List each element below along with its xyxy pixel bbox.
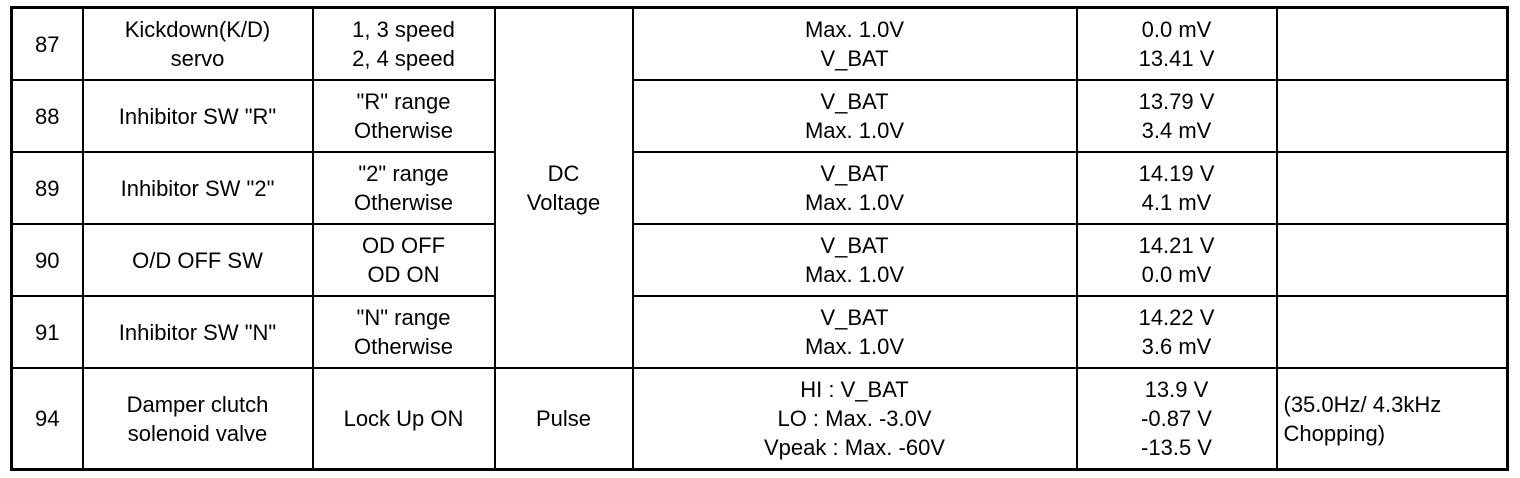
remark	[1275, 6, 1509, 81]
measured-value: 14.21 V 0.0 mV	[1075, 223, 1278, 297]
measured-value: 14.22 V 3.6 mV	[1075, 295, 1278, 369]
condition: "R" range Otherwise	[311, 79, 496, 153]
signal-description: Kickdown(K/D) servo	[81, 6, 314, 81]
condition: "2" range Otherwise	[311, 151, 496, 225]
remark	[1275, 79, 1509, 153]
table-row: 94 Damper clutch solenoid valve Lock Up …	[10, 367, 1509, 471]
signal-description: Damper clutch solenoid valve	[81, 367, 314, 471]
condition: 1, 3 speed 2, 4 speed	[311, 6, 496, 81]
condition: "N" range Otherwise	[311, 295, 496, 369]
condition: OD OFF OD ON	[311, 223, 496, 297]
pin-number: 94	[10, 367, 84, 471]
signal-description: Inhibitor SW "R"	[81, 79, 314, 153]
pin-number: 88	[10, 79, 84, 153]
table-row: 91 Inhibitor SW "N" "N" range Otherwise …	[10, 295, 1509, 369]
spec-value: V_BAT Max. 1.0V	[631, 79, 1078, 153]
signal-type: DC Voltage	[493, 6, 634, 369]
pin-number: 87	[10, 6, 84, 81]
remark: (35.0Hz/ 4.3kHz Chopping)	[1275, 367, 1509, 471]
remark	[1275, 151, 1509, 225]
table-row: 90 O/D OFF SW OD OFF OD ON V_BAT Max. 1.…	[10, 223, 1509, 297]
signal-description: O/D OFF SW	[81, 223, 314, 297]
spec-value: Max. 1.0V V_BAT	[631, 6, 1078, 81]
pin-number: 89	[10, 151, 84, 225]
remark	[1275, 295, 1509, 369]
spec-value: V_BAT Max. 1.0V	[631, 151, 1078, 225]
measured-value: 0.0 mV 13.41 V	[1075, 6, 1278, 81]
spec-value: HI : V_BAT LO : Max. -3.0V Vpeak : Max. …	[631, 367, 1078, 471]
remark	[1275, 223, 1509, 297]
table-row: 87 Kickdown(K/D) servo 1, 3 speed 2, 4 s…	[10, 6, 1509, 369]
pin-number: 91	[10, 295, 84, 369]
pin-number: 90	[10, 223, 84, 297]
spec-value: V_BAT Max. 1.0V	[631, 295, 1078, 369]
spec-value: V_BAT Max. 1.0V	[631, 223, 1078, 297]
measured-value: 13.79 V 3.4 mV	[1075, 79, 1278, 153]
signal-type: Pulse	[493, 367, 634, 471]
signal-description: Inhibitor SW "2"	[81, 151, 314, 225]
signal-description: Inhibitor SW "N"	[81, 295, 314, 369]
table-row: 88 Inhibitor SW "R" "R" range Otherwise …	[10, 79, 1509, 153]
terminal-spec-table: 87 Kickdown(K/D) servo 1, 3 speed 2, 4 s…	[10, 6, 1509, 471]
table-row: 89 Inhibitor SW "2" "2" range Otherwise …	[10, 151, 1509, 225]
condition: Lock Up ON	[311, 367, 496, 471]
measured-value: 14.19 V 4.1 mV	[1075, 151, 1278, 225]
measured-value: 13.9 V -0.87 V -13.5 V	[1075, 367, 1278, 471]
